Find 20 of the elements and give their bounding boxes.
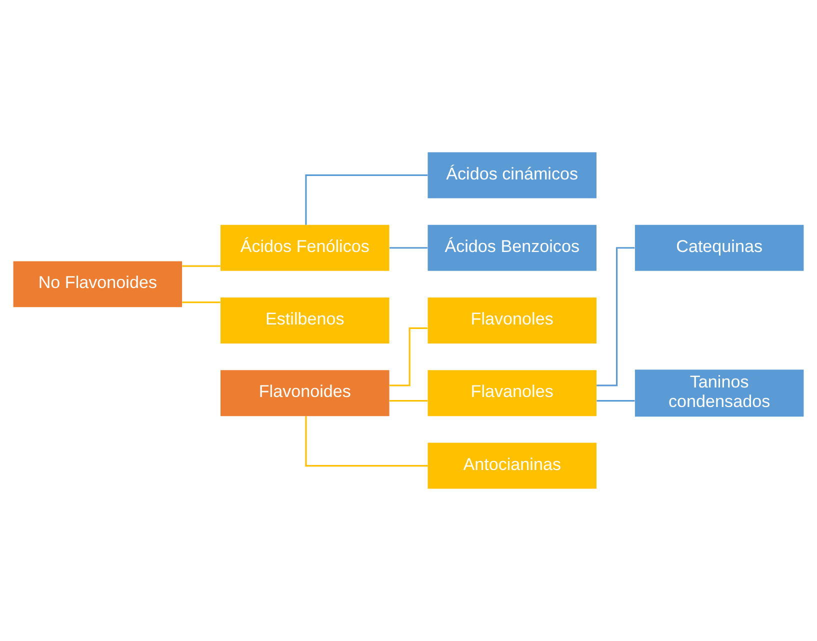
- node-box: Ácidos Benzoicos: [428, 224, 596, 271]
- node-box: No Flavonoides: [13, 261, 182, 308]
- node-box: Estilbenos: [220, 298, 390, 344]
- node-box: Catequinas: [634, 224, 804, 271]
- node-box: Flavonoides: [220, 370, 390, 416]
- connector: [305, 416, 428, 467]
- connector: [389, 327, 428, 386]
- node-box: Flavonoles: [428, 298, 596, 344]
- connector: [596, 400, 635, 402]
- node-box: Taninos condensados: [634, 370, 804, 417]
- node-box: Ácidos cinámicos: [428, 152, 596, 198]
- connector: [305, 174, 428, 225]
- node-box: Ácidos Fenólicos: [220, 224, 390, 271]
- connector: [182, 265, 220, 267]
- node-box: Flavanoles: [428, 370, 596, 416]
- connector: [182, 302, 220, 304]
- connector: [596, 247, 635, 386]
- node-box: Antocianinas: [428, 442, 596, 489]
- connector: [389, 247, 428, 249]
- connector: [389, 400, 428, 402]
